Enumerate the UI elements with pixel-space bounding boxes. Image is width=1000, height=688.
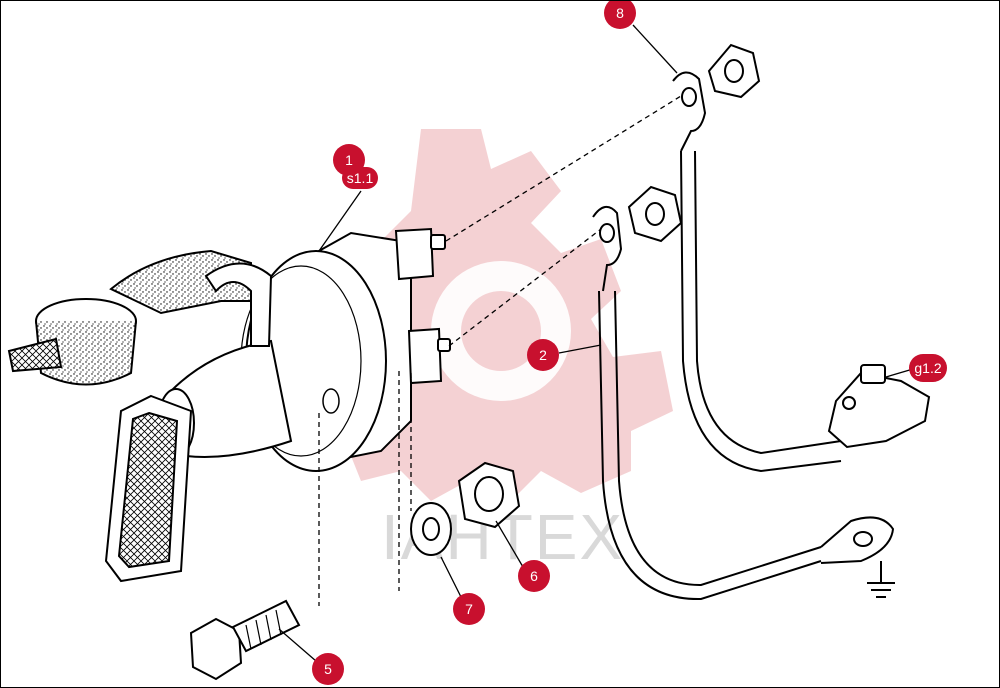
callout-5-label: 5 [324, 661, 332, 677]
terminal-stud-upper [394, 227, 446, 281]
callout-s1-1-label: s1.1 [347, 170, 374, 186]
callout-6-label: 6 [530, 568, 538, 584]
callout-8-label: 8 [616, 5, 624, 21]
callout-g1-2-label: g1.2 [914, 360, 941, 376]
cable-8 [672, 43, 842, 473]
battery-terminal-clamp [827, 364, 931, 449]
callout-7-label: 7 [465, 601, 473, 617]
leader-lines [278, 24, 914, 662]
callout-2[interactable]: 2 [527, 339, 559, 371]
callout-2-label: 2 [539, 347, 547, 363]
cable-2 [592, 185, 895, 601]
assembly-lines [318, 95, 682, 606]
battery-switch [7, 227, 451, 583]
terminal-stud-lower [407, 327, 451, 385]
hex-nut [457, 461, 521, 529]
callout-7[interactable]: 7 [453, 593, 485, 625]
callout-s1-1[interactable]: s1.1 [342, 167, 378, 189]
bolt [189, 599, 301, 681]
callout-1-label: 1 [345, 152, 353, 168]
callout-6[interactable]: 6 [518, 560, 550, 592]
washer [410, 502, 452, 556]
callout-5[interactable]: 5 [312, 653, 344, 685]
callout-8[interactable]: 8 [604, 1, 636, 29]
ground-symbol [867, 561, 895, 598]
callout-g1-2[interactable]: g1.2 [909, 354, 947, 382]
